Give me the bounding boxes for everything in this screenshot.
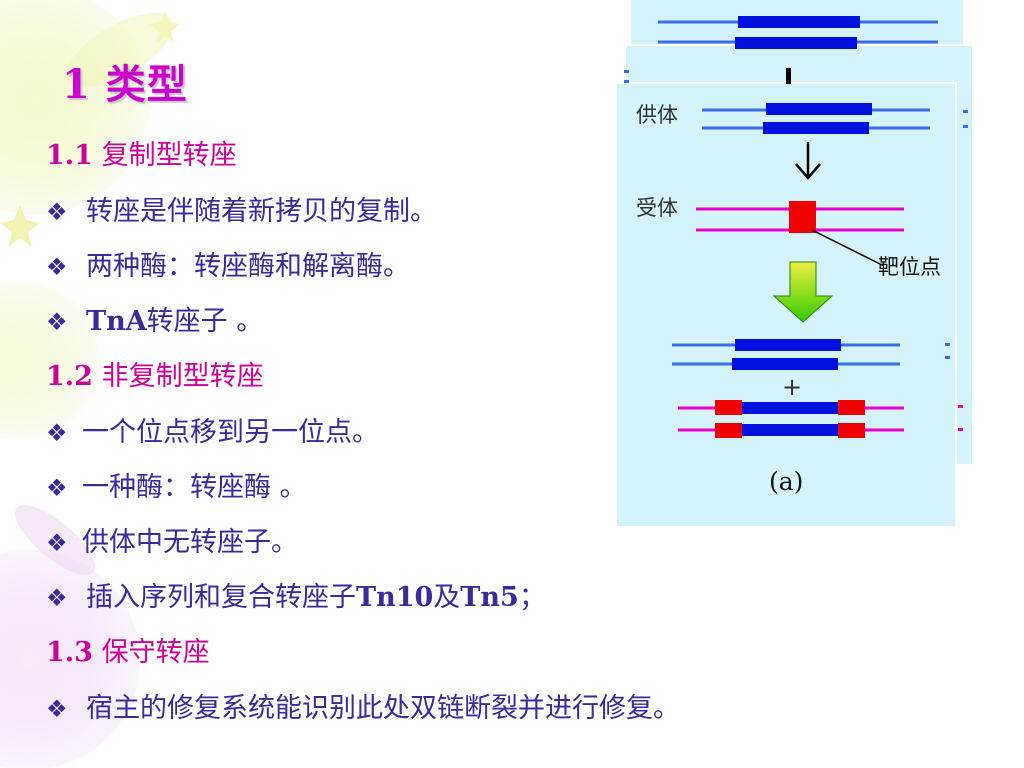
bullet-bold-text: Tn5 xyxy=(460,582,519,613)
recipient-label: 受体 xyxy=(636,196,678,220)
bullet-item: ❖ TnA转座子 。 xyxy=(46,305,263,339)
plus-sign: + xyxy=(782,373,802,401)
bullet-item: ❖ 供体中无转座子。 xyxy=(46,526,298,560)
section-heading-text: 保守转座 xyxy=(101,637,210,668)
diamond-bullet-icon: ❖ xyxy=(46,198,68,226)
slide-title: 1 类型 xyxy=(62,61,188,108)
target-site xyxy=(789,201,816,233)
section-heading-1-2: 1.2 非复制型转座 xyxy=(46,360,264,394)
diamond-bullet-icon: ❖ xyxy=(46,529,68,557)
diagram-caption: (a) xyxy=(769,467,803,496)
bg-petal xyxy=(14,505,96,575)
diamond-bullet-icon: ❖ xyxy=(46,474,68,502)
dna-product-donor xyxy=(672,339,900,370)
target-site xyxy=(838,423,865,438)
bullet-item: ❖ 一个位点移到另一位点。 xyxy=(46,416,379,450)
donor-label: 供体 xyxy=(636,103,678,127)
down-arrow-icon xyxy=(795,142,821,180)
diamond-bullet-icon: ❖ xyxy=(46,253,68,281)
diamond-bullet-icon: ❖ xyxy=(46,419,68,447)
bullet-text: 及 xyxy=(433,582,461,613)
target-pointer-line xyxy=(811,229,885,267)
section-heading-text: 非复制型转座 xyxy=(101,361,264,392)
section-number: 1.1 xyxy=(46,140,93,171)
bg-star xyxy=(149,10,181,43)
bullet-text: 转座是伴随着新拷贝的复制。 xyxy=(86,196,437,227)
bullet-item: ❖ 两种酶：转座酶和解离酶。 xyxy=(46,250,410,284)
bullet-bold-text: Tn10 xyxy=(356,582,434,613)
bullet-text: 一种酶：转座酶 。 xyxy=(82,472,307,503)
bullet-item: ❖ 宿主的修复系统能识别此处双链断裂并进行修复。 xyxy=(46,692,680,726)
dna-recipient xyxy=(696,201,904,233)
bullet-item: ❖ 一种酶：转座酶 。 xyxy=(46,471,307,505)
target-site xyxy=(715,400,742,415)
target-site-label: 靶位点 xyxy=(878,255,941,279)
bullet-text: 两种酶：转座酶和解离酶。 xyxy=(86,251,410,282)
dna-top-partial xyxy=(658,16,938,49)
bg-circle-bottom xyxy=(0,550,140,768)
panel-edge-fragments xyxy=(624,70,968,431)
result-arrow-icon xyxy=(772,261,834,323)
diamond-bullet-icon: ❖ xyxy=(46,308,68,336)
section-heading-text: 复制型转座 xyxy=(101,140,237,171)
bullet-text: 插入序列和复合转座子 xyxy=(86,582,356,613)
section-number: 1.2 xyxy=(46,361,93,392)
bullet-text: 一个位点移到另一位点。 xyxy=(82,417,379,448)
section-heading-1-1: 1.1 复制型转座 xyxy=(46,139,237,173)
bullet-bold-text: TnA xyxy=(86,306,147,337)
bullet-item: ❖ 转座是伴随着新拷贝的复制。 xyxy=(46,195,437,229)
dna-product-recipient xyxy=(678,400,904,438)
section-heading-1-3: 1.3 保守转座 xyxy=(46,636,210,670)
diamond-bullet-icon: ❖ xyxy=(46,584,68,612)
top-connector-mark xyxy=(786,68,791,84)
diamond-bullet-icon: ❖ xyxy=(46,695,68,723)
section-number: 1.3 xyxy=(46,637,93,668)
bullet-text: 宿主的修复系统能识别此处双链断裂并进行修复。 xyxy=(86,693,680,724)
target-site xyxy=(715,423,742,438)
target-site xyxy=(838,400,865,415)
bg-petal xyxy=(66,13,174,87)
bullet-item: ❖ 插入序列和复合转座子Tn10及Tn5； xyxy=(46,581,546,615)
bullet-text: 转座子 。 xyxy=(146,306,264,337)
bullet-text: ； xyxy=(518,582,546,613)
bullet-text: 供体中无转座子。 xyxy=(82,527,298,558)
bg-star xyxy=(0,205,40,247)
bg-circle-mid xyxy=(0,280,100,440)
dna-donor xyxy=(702,103,930,134)
